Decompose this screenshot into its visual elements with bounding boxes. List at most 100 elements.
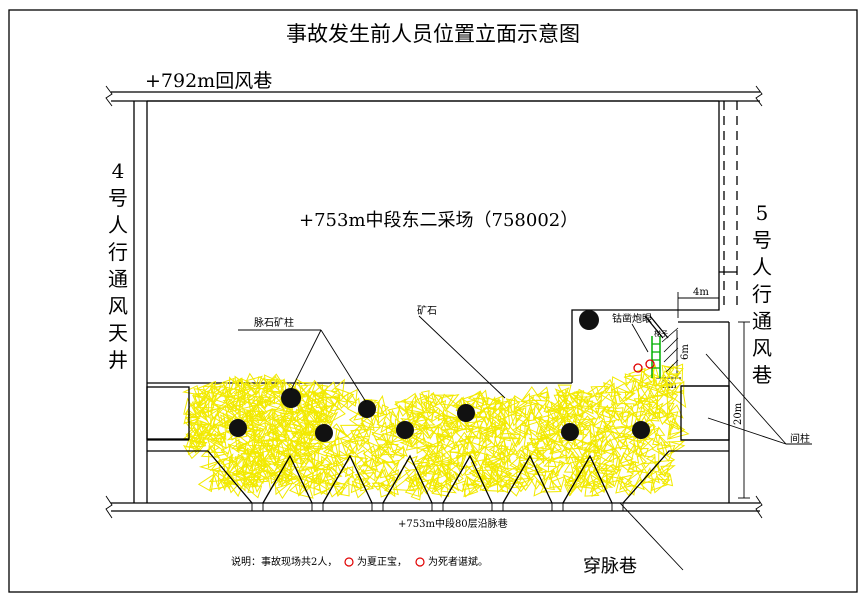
right-drift bbox=[719, 101, 738, 310]
ore-fragment bbox=[591, 479, 609, 497]
ore-fragment bbox=[563, 400, 578, 419]
ore-fragment bbox=[227, 482, 239, 494]
ore-fragment bbox=[619, 476, 633, 491]
ore-label: 矿石 bbox=[417, 304, 437, 317]
ore-fragment bbox=[656, 444, 676, 462]
note-marker-1 bbox=[344, 557, 354, 567]
ore-fragment bbox=[197, 402, 207, 414]
ore-fragment bbox=[497, 447, 517, 466]
ore-fragment bbox=[294, 422, 306, 437]
ore-fragment bbox=[213, 443, 230, 458]
ore-fragment bbox=[663, 365, 684, 382]
ore-fragment bbox=[467, 418, 482, 439]
ore-fragment bbox=[624, 442, 640, 464]
ore-fragment bbox=[328, 406, 346, 424]
ore-fragment bbox=[440, 393, 460, 411]
ore-fragment bbox=[234, 375, 253, 394]
note-person1: 为夏正宝， bbox=[357, 555, 407, 568]
ore-fragment bbox=[573, 413, 587, 427]
right-drift-char: 5 bbox=[756, 201, 769, 225]
ore-fragment bbox=[429, 475, 437, 489]
ore-fragment bbox=[386, 469, 400, 484]
ore-fragment bbox=[514, 395, 535, 416]
ore-fragment bbox=[247, 480, 255, 493]
ore-fragment bbox=[464, 425, 480, 433]
ore-fragment bbox=[576, 388, 595, 398]
ore-fragment bbox=[231, 462, 249, 482]
ore-fragment bbox=[301, 467, 313, 479]
ore-fragment bbox=[439, 393, 460, 407]
ore-fragment bbox=[538, 414, 550, 431]
ore-fragment bbox=[588, 401, 601, 415]
ore-fragment bbox=[224, 405, 242, 422]
ore-fragment bbox=[426, 451, 441, 463]
ore-fragment bbox=[416, 435, 433, 455]
ore-fragment bbox=[487, 461, 498, 474]
ore-fragment bbox=[555, 459, 566, 474]
ore-fragment bbox=[532, 416, 551, 434]
top-drift-label: +792m回风巷 bbox=[145, 70, 272, 92]
cross-drift-label: 穿脉巷 bbox=[583, 556, 637, 577]
ore-fragment bbox=[197, 473, 215, 493]
ore-fragment bbox=[317, 398, 329, 413]
ore-fragment bbox=[368, 453, 383, 469]
ore-fragment bbox=[623, 374, 643, 384]
pillar-dot bbox=[457, 404, 475, 422]
ore-fragment bbox=[411, 461, 428, 478]
ore-fragment bbox=[635, 437, 655, 452]
ore-fragment bbox=[222, 399, 239, 413]
ore-fragment bbox=[189, 431, 212, 450]
ore-fragment bbox=[246, 447, 261, 464]
right-drift-char: 巷 bbox=[752, 363, 772, 387]
ore-fragment bbox=[304, 434, 324, 450]
ore-fragment bbox=[610, 376, 626, 392]
ore-fragment bbox=[655, 411, 672, 426]
ore-fragment bbox=[237, 410, 253, 426]
ore-fragment bbox=[249, 403, 266, 418]
ore-fragment bbox=[210, 431, 227, 449]
ore-fragment bbox=[377, 476, 396, 498]
ore-fragment bbox=[562, 474, 584, 493]
ore-fragment bbox=[276, 414, 290, 428]
ore-fragment bbox=[605, 403, 616, 418]
ore-fragment bbox=[311, 470, 321, 486]
ladder-label: 梯子 bbox=[654, 329, 668, 338]
ore-fragment bbox=[593, 479, 609, 494]
ore-fragment bbox=[593, 454, 607, 473]
ore-fragment bbox=[203, 394, 217, 414]
ore-fragment bbox=[597, 426, 610, 436]
ore-fragment bbox=[291, 382, 311, 397]
broken-ore bbox=[182, 363, 690, 501]
ore-fragment bbox=[183, 428, 203, 444]
ore-fragment bbox=[652, 432, 672, 447]
ore-fragment bbox=[375, 449, 396, 464]
ore-fragment bbox=[491, 395, 504, 405]
ore-fragment bbox=[352, 433, 370, 452]
ore-fragment bbox=[482, 396, 502, 412]
ore-fragment bbox=[624, 436, 647, 455]
left-shaft-char: 天 bbox=[108, 321, 128, 345]
ore-fragment bbox=[493, 451, 506, 461]
ore-fragment bbox=[251, 478, 266, 493]
ore-fragment bbox=[668, 423, 690, 440]
ore-fragment bbox=[564, 401, 584, 418]
ore-fragment bbox=[663, 440, 686, 457]
ore-fragment bbox=[488, 439, 506, 457]
ore-fragment bbox=[615, 386, 631, 403]
ore-fragment bbox=[405, 410, 424, 429]
ore-fragment bbox=[621, 461, 634, 476]
ore-fragment bbox=[383, 476, 399, 496]
ore-fragment bbox=[316, 414, 330, 424]
ore-fragment bbox=[567, 467, 582, 482]
ore-fragment bbox=[552, 397, 568, 415]
ore-fragment bbox=[655, 426, 666, 437]
ore-fragment bbox=[642, 403, 653, 416]
ore-fragment bbox=[667, 419, 686, 441]
ore-fragment bbox=[464, 464, 475, 476]
ore-fragment bbox=[421, 462, 437, 476]
ore-fragment bbox=[334, 427, 353, 447]
ore-fragment bbox=[295, 476, 314, 493]
right-drift-char: 通 bbox=[752, 309, 772, 333]
ore-fragment bbox=[287, 457, 300, 469]
ore-fragment bbox=[585, 391, 603, 407]
